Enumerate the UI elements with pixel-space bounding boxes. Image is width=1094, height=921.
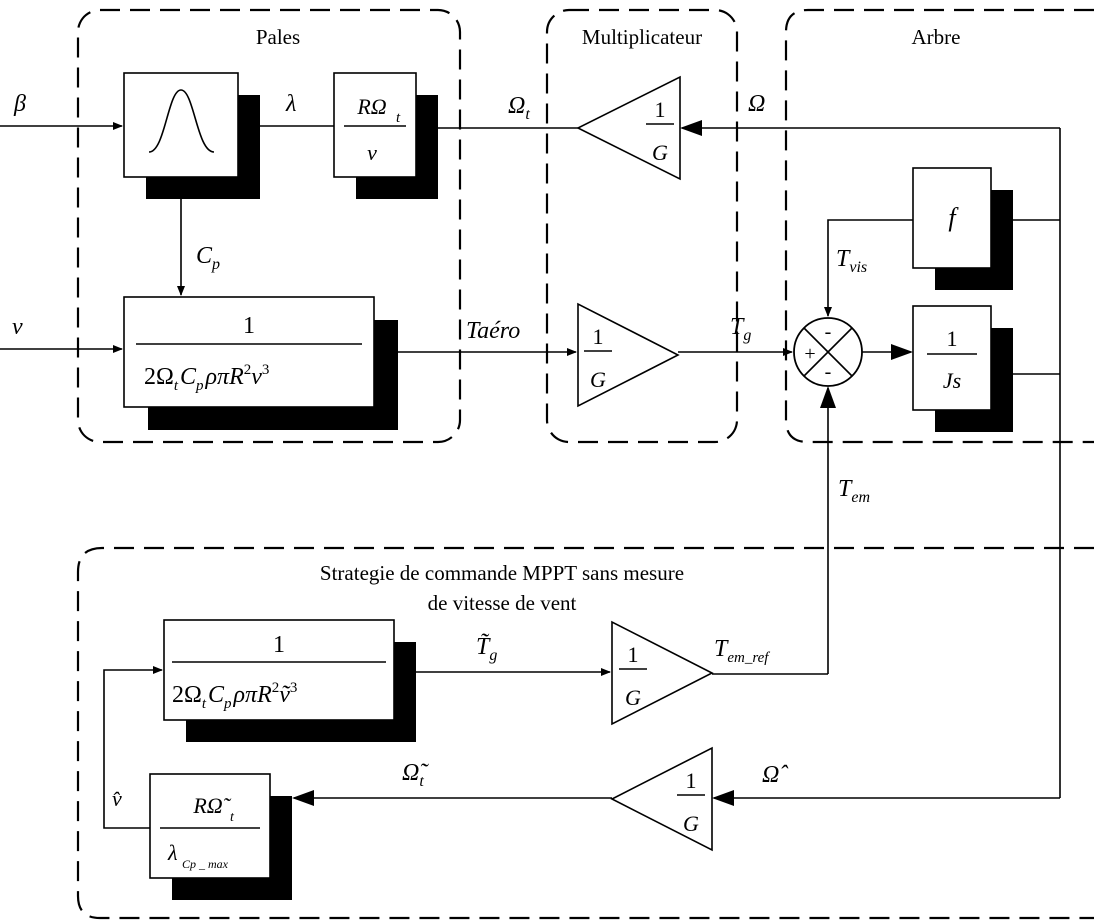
gain-mppt-torque-num: 1 (628, 642, 639, 667)
aero-torque-block: 1 2ΩtCpρπR2v3 (123, 296, 398, 430)
tvis-signal-line (824, 219, 913, 317)
gain-mppt-torque-den: G (625, 685, 641, 710)
multiplicateur-group (545, 8, 739, 444)
gain-mppt-omega-num: 1 (686, 768, 697, 793)
gain-torque-den: G (590, 367, 606, 392)
cp-label: Cp (196, 243, 220, 273)
vest-denominator: λ (167, 840, 178, 865)
gain-mppt-omega-den: G (683, 811, 699, 836)
arbre-group (784, 8, 1094, 444)
sum-minus-top: - (825, 321, 832, 343)
v-label: v (12, 314, 23, 340)
beta-label: β (13, 91, 26, 117)
torque-est-denominator: 2ΩtCpρπR2ṽ3 (172, 680, 297, 712)
pales-group (76, 8, 462, 444)
mppt-group (76, 546, 1094, 920)
gain-mppt-omega-triangle: 1 G (610, 746, 713, 852)
wind-speed-estimate-block: RΩ̃ t λ Cp _ max (149, 773, 292, 900)
sum-minus-bottom: - (825, 361, 832, 383)
tem-label: Tem (838, 476, 870, 506)
gain-omega-den: G (652, 140, 668, 165)
gain-torque-triangle: 1 G (577, 302, 680, 408)
lambda-block-numerator: RΩ (356, 94, 386, 119)
taero-label: Taéro (466, 318, 520, 344)
gain-omega-num: 1 (655, 97, 666, 122)
lambda-block: RΩ t v (333, 72, 438, 199)
omega-label: Ω (748, 91, 765, 117)
torque-estimate-block: 1 2ΩtCpρπR2ṽ3 (163, 619, 416, 742)
arbre-title: Arbre (912, 25, 961, 49)
torque-est-numerator: 1 (273, 632, 285, 658)
v-hat-label: v̂ (112, 786, 122, 811)
summing-junction: - + - (793, 317, 863, 387)
tem-ref-label: Tem_ref (714, 636, 770, 666)
friction-block: f (912, 167, 1013, 290)
mppt-title-line1: Strategie de commande MPPT sans mesure (320, 561, 684, 585)
v-hat-feedback-line (103, 666, 163, 829)
pales-title: Pales (256, 25, 300, 49)
lambda-block-denominator: v (367, 140, 377, 165)
vest-denominator-sub: Cp _ max (182, 857, 229, 871)
tg-label: Tg (730, 314, 751, 344)
omega-t-est-label: Ω̃t (402, 760, 429, 790)
mppt-title-line2: de vitesse de vent (428, 591, 577, 615)
gain-mppt-torque-triangle: 1 G (611, 620, 714, 726)
sum-plus-left: + (804, 343, 815, 365)
cp-curve-block (123, 72, 260, 199)
multiplicateur-title: Multiplicateur (582, 25, 702, 49)
omega-t-label: Ωt (508, 93, 530, 123)
inertia-num: 1 (947, 326, 958, 351)
inertia-den: Js (943, 368, 961, 393)
gaussian-curve-icon (148, 89, 215, 153)
friction-label: f (948, 203, 959, 232)
tg-est-label: T̃g (476, 633, 497, 664)
vest-numerator-sub: t (230, 810, 235, 825)
lambda-block-numerator-sub: t (396, 110, 401, 126)
omega-hat-label: Ω̂ (762, 762, 788, 788)
tvis-label: Tvis (836, 246, 867, 276)
gain-omega-triangle: 1 G (576, 75, 681, 181)
inertia-block: 1 Js (912, 305, 1013, 432)
gain-torque-num: 1 (593, 324, 604, 349)
aero-block-denominator: 2ΩtCpρπR2v3 (144, 362, 269, 394)
lambda-label: λ (285, 91, 296, 117)
aero-block-numerator: 1 (243, 313, 255, 339)
